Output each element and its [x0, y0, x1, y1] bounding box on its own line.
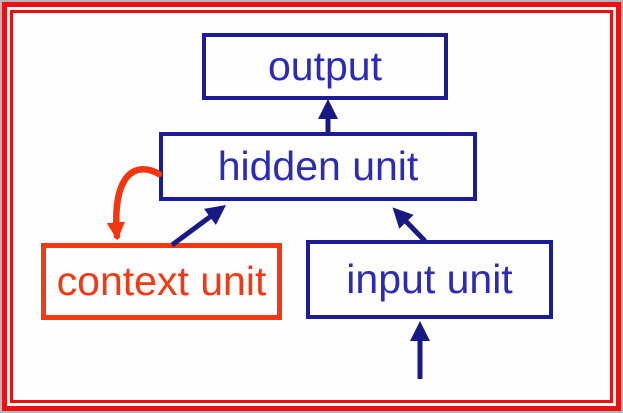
node-output: output: [202, 33, 448, 100]
node-hidden-unit-label: hidden unit: [217, 143, 419, 189]
edge-context-to-hidden: [170, 205, 227, 248]
node-context-unit: context unit: [41, 243, 282, 320]
edge-hidden-to-context-feedback: [106, 166, 163, 241]
node-input-unit-label: input unit: [346, 256, 513, 302]
node-output-label: output: [268, 43, 382, 89]
node-context-unit-label: context unit: [56, 258, 267, 304]
edge-input-to-hidden: [392, 207, 427, 243]
node-input-unit: input unit: [306, 240, 553, 319]
node-hidden-unit: hidden unit: [159, 132, 477, 201]
